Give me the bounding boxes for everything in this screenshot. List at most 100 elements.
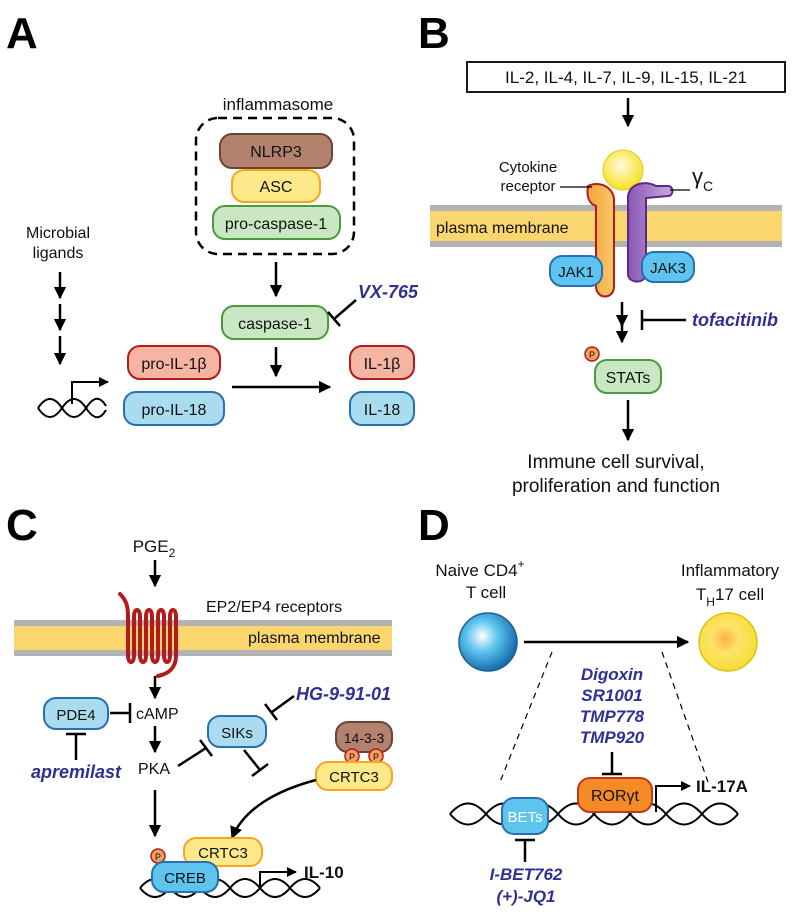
panel-c: PGE2 plasma membrane EP2/EP4 receptors P… bbox=[14, 537, 393, 898]
pde4-box bbox=[43, 697, 109, 730]
il18-box bbox=[349, 391, 415, 426]
membrane-label-b: plasma membrane bbox=[436, 220, 569, 237]
gamma-c-receptor bbox=[627, 182, 674, 283]
pro-il18-label: pro-IL-18 bbox=[142, 402, 207, 419]
phospho-crtc3-2-label: P bbox=[373, 752, 379, 762]
asc-label: ASC bbox=[260, 179, 293, 196]
vx765-inhibit-bar bbox=[327, 311, 341, 327]
pro-il1b-label: pro-IL-1β bbox=[141, 356, 206, 373]
crtc3-translocation-arrow bbox=[230, 778, 317, 840]
receptor-label-line1: Cytokine bbox=[499, 159, 557, 176]
outcome-line1: Immune cell survival, bbox=[527, 452, 704, 473]
14-3-3-box bbox=[335, 721, 393, 753]
cytokine-list-box bbox=[466, 61, 786, 93]
pka-siks-inhibit-bar bbox=[199, 739, 213, 757]
vx765-drug-label: VX-765 bbox=[358, 282, 419, 302]
panel-b: IL-2, IL-4, IL-7, IL-9, IL-15, IL-21 pla… bbox=[430, 61, 786, 497]
panel-d: Naive CD4+ T cell Inflammatory TH17 cell… bbox=[435, 557, 779, 906]
inflammatory-label-line2: TH17 cell bbox=[696, 585, 764, 609]
phospho-stats bbox=[584, 346, 600, 362]
bets-box bbox=[501, 797, 549, 835]
ror-drug-4: TMP920 bbox=[580, 728, 645, 747]
il1b-box bbox=[349, 345, 415, 380]
phospho-stats-label: P bbox=[589, 350, 595, 360]
stats-label: STATs bbox=[606, 370, 651, 387]
14-3-3-label: 14-3-3 bbox=[344, 730, 385, 746]
tofacitinib-drug-label: tofacitinib bbox=[692, 310, 778, 330]
th17-cell bbox=[698, 612, 758, 672]
outcome-line2: proliferation and function bbox=[512, 476, 720, 497]
il17a-label: IL-17A bbox=[696, 777, 748, 796]
ror-drug-2: SR1001 bbox=[581, 686, 642, 705]
bets-label: BETs bbox=[507, 809, 542, 826]
microbial-label-line1: Microbial bbox=[26, 225, 90, 242]
phospho-creb-label: P bbox=[155, 852, 161, 862]
hg-inhibit-line bbox=[271, 694, 295, 714]
pro-il18-box bbox=[123, 391, 225, 426]
inflammasome-dashed-box bbox=[194, 116, 356, 256]
crtc3-cyto-label: CRTC3 bbox=[329, 769, 379, 786]
rorgt-label: RORγt bbox=[591, 788, 640, 805]
naive-label-line2: T cell bbox=[466, 583, 506, 602]
stats-box bbox=[594, 359, 662, 394]
transcription-arrow-a bbox=[71, 377, 109, 404]
naive-label-line1: Naive CD4+ bbox=[435, 557, 524, 580]
crtc3-nuc-box bbox=[183, 837, 263, 867]
asc-box bbox=[231, 169, 321, 203]
plasma-membrane-c bbox=[14, 624, 392, 652]
hg-inhibit-bar bbox=[264, 703, 278, 721]
siks-label: SIKs bbox=[221, 725, 253, 742]
pro-caspase-label: pro-caspase-1 bbox=[225, 216, 327, 233]
siks-crtc3-inhibit-bar bbox=[251, 763, 269, 777]
zoom-line-right bbox=[661, 651, 709, 783]
receptor-label-line2: receptor bbox=[500, 178, 555, 195]
gamma-c-label: γC bbox=[692, 164, 713, 194]
transcription-arrow-d bbox=[655, 781, 691, 812]
panel-letter-a: A bbox=[6, 9, 38, 58]
pro-caspase-box bbox=[212, 205, 341, 240]
membrane-top-edge-c bbox=[14, 620, 392, 626]
phospho-crtc3-1-label: P bbox=[349, 752, 355, 762]
jak3-label: JAK3 bbox=[650, 260, 686, 277]
jak1-box bbox=[549, 255, 603, 287]
cytokine-list-label: IL-2, IL-4, IL-7, IL-9, IL-15, IL-21 bbox=[505, 68, 747, 87]
membrane-label-c: plasma membrane bbox=[248, 630, 381, 647]
cytokine-ligand bbox=[602, 149, 644, 191]
jak1-label: JAK1 bbox=[558, 264, 594, 281]
camp-label: cAMP bbox=[136, 706, 179, 723]
transcription-arrow-c bbox=[259, 867, 297, 886]
il18-label: IL-18 bbox=[364, 402, 401, 419]
bet-drug-2: (+)-JQ1 bbox=[496, 887, 555, 906]
dna-helix-d bbox=[449, 802, 739, 826]
ror-drug-1: Digoxin bbox=[581, 665, 643, 684]
hg-drug-label: HG-9-91-01 bbox=[296, 684, 391, 704]
microbial-label-line2: ligands bbox=[33, 245, 84, 262]
crtc3-cyto-box bbox=[315, 761, 393, 791]
pka-label: PKA bbox=[138, 761, 170, 778]
zoom-line-left bbox=[499, 651, 553, 783]
siks-box bbox=[207, 715, 267, 748]
inflammatory-label-line1: Inflammatory bbox=[681, 561, 780, 580]
panel-letter-c: C bbox=[6, 501, 38, 550]
nlrp3-box bbox=[219, 133, 333, 169]
vx765-inhibit-line bbox=[333, 299, 357, 320]
crtc3-nuc-label: CRTC3 bbox=[198, 845, 248, 862]
il10-label: IL-10 bbox=[304, 863, 344, 882]
panel-a: inflammasome NLRP3 ASC pro-caspase-1 cas… bbox=[26, 95, 419, 426]
bet-drug-1: I-BET762 bbox=[490, 865, 563, 884]
panel-letter-d: D bbox=[418, 501, 450, 550]
inflammasome-label: inflammasome bbox=[223, 95, 334, 114]
caspase-label: caspase-1 bbox=[238, 316, 312, 333]
dna-helix-a bbox=[37, 397, 107, 419]
creb-label: CREB bbox=[164, 870, 206, 887]
ror-drug-3: TMP778 bbox=[580, 707, 645, 726]
caspase-box bbox=[221, 305, 329, 340]
rorgt-box bbox=[577, 777, 653, 813]
naive-t-cell bbox=[458, 612, 518, 672]
siks-crtc3-inhibit-line bbox=[243, 749, 261, 771]
nlrp3-label: NLRP3 bbox=[250, 144, 302, 161]
cytokine-receptor bbox=[586, 182, 615, 298]
pge2-label: PGE2 bbox=[133, 537, 176, 560]
membrane-bottom-edge-c bbox=[14, 650, 392, 656]
